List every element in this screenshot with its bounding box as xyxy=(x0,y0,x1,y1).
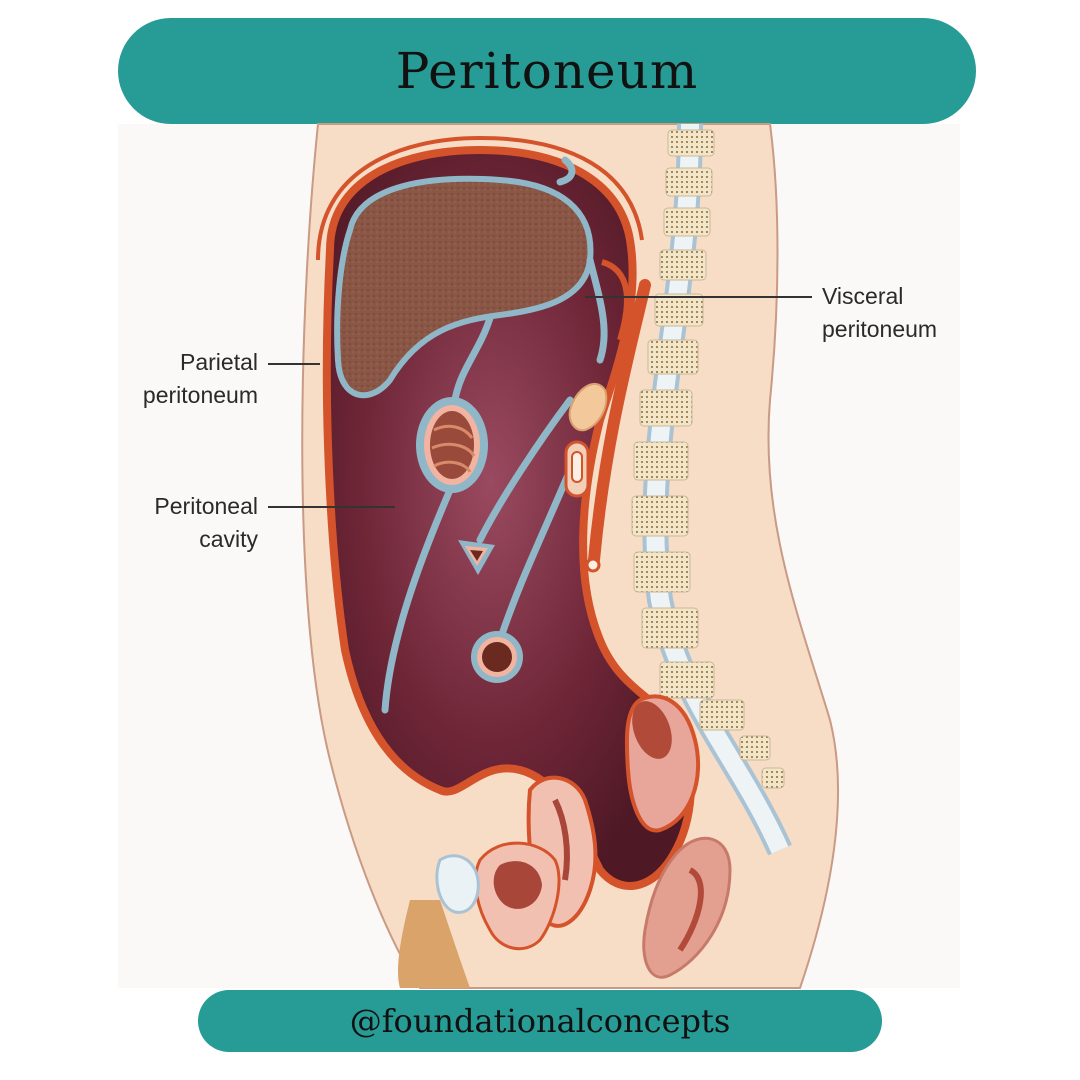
visceral-peritoneum-strands xyxy=(381,156,608,714)
page-title: Peritoneum xyxy=(395,42,699,100)
footer-handle: @foundationalconcepts xyxy=(349,1002,731,1040)
label-leader-lines xyxy=(268,296,812,508)
thigh xyxy=(398,900,470,988)
parietal-peritoneum-label: Parietal peritoneum xyxy=(142,349,258,408)
rectum xyxy=(624,694,732,979)
spine xyxy=(631,123,792,856)
aorta xyxy=(588,279,651,566)
title-banner: Peritoneum xyxy=(118,18,976,124)
intestine-section xyxy=(458,540,495,575)
peritoneal-cavity-label: Peritoneal cavity xyxy=(154,493,258,552)
visceral-peritoneum-line xyxy=(600,259,630,341)
liver xyxy=(334,175,594,399)
pancreas xyxy=(568,382,608,432)
pubic-bone xyxy=(435,854,480,914)
bladder xyxy=(473,841,561,951)
parietal-peritoneum-line xyxy=(316,135,644,261)
visceral-peritoneum-label: Visceral peritoneum xyxy=(822,283,938,342)
footer-banner: @foundationalconcepts xyxy=(198,990,882,1052)
stomach xyxy=(416,397,488,493)
duodenum xyxy=(564,440,590,498)
colon-section xyxy=(471,631,523,683)
